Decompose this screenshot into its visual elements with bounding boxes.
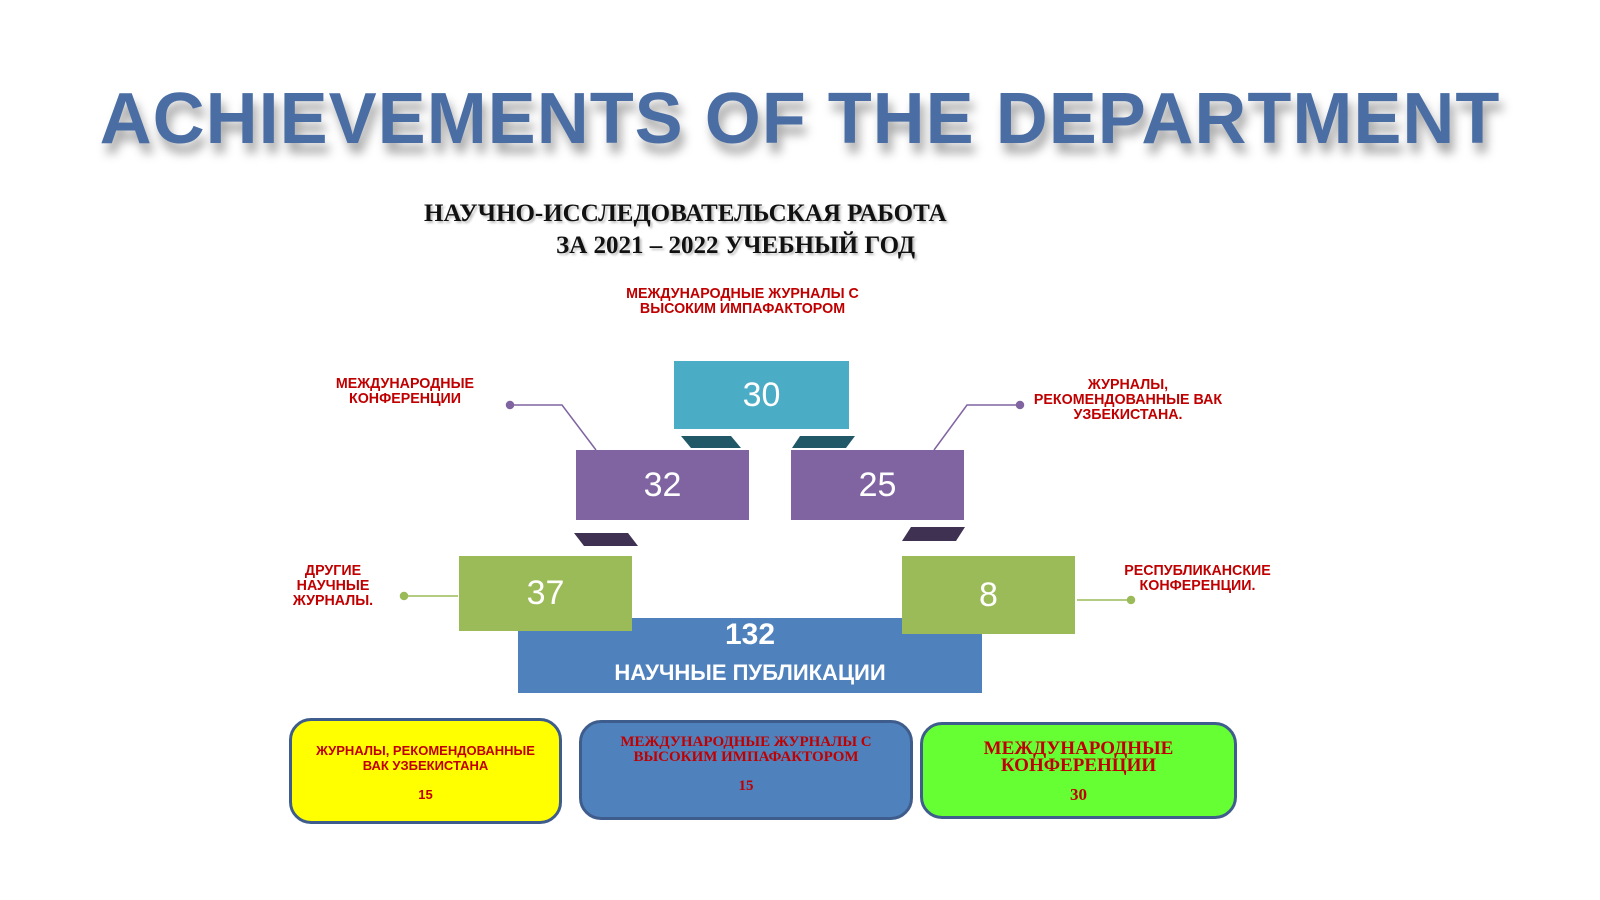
- box-mid-left: 32: [576, 450, 749, 520]
- label-low-right: РЕСПУБЛИКАНСКИЕ КОНФЕРЕНЦИИ.: [1124, 562, 1271, 594]
- box-mid-right: 25: [791, 450, 964, 520]
- box-top: 30: [674, 361, 849, 429]
- slide-title: ACHIEVEMENTS OF THE DEPARTMENT: [99, 79, 1501, 159]
- link-shape: [902, 527, 965, 541]
- card-title: МЕЖДУНАРОДНЫЕ КОНФЕРЕНЦИИ: [983, 738, 1174, 776]
- subtitle-line1: НАУЧНО-ИССЛЕДОВАТЕЛЬСКАЯ РАБОТА: [424, 200, 947, 227]
- label-top: МЕЖДУНАРОДНЫЕ ЖУРНАЛЫ С ВЫСОКИМ ИМПАФАКТ…: [626, 285, 859, 317]
- label-mid-left: МЕЖДУНАРОДНЫЕ КОНФЕРЕНЦИИ: [335, 375, 475, 407]
- label-mid-right: ЖУРНАЛЫ, РЕКОМЕНДОВАННЫЕ ВАК УЗБЕКИСТАНА…: [1033, 376, 1223, 423]
- card-title: ЖУРНАЛЫ, РЕКОМЕНДОВАННЫЕ ВАК УЗБЕКИСТАНА: [316, 743, 535, 773]
- subtitle-line2: ЗА 2021 – 2022 УЧЕБНЫЙ ГОД: [556, 232, 916, 259]
- base-value: 132: [724, 618, 776, 651]
- summary-card-conferences: МЕЖДУНАРОДНЫЕ КОНФЕРЕНЦИИ 30: [920, 722, 1237, 819]
- link-shape: [792, 436, 855, 448]
- card-value: 15: [418, 787, 433, 802]
- box-low-right: 8: [902, 556, 1075, 634]
- connector-low-left: [399, 591, 458, 601]
- link-shape: [681, 436, 741, 448]
- box-low-left: 37: [459, 556, 632, 631]
- summary-card-vak: ЖУРНАЛЫ, РЕКОМЕНДОВАННЫЕ ВАК УЗБЕКИСТАНА…: [289, 718, 562, 824]
- card-title: МЕЖДУНАРОДНЫЕ ЖУРНАЛЫ С ВЫСОКИМ ИМПАФАКТ…: [620, 734, 872, 765]
- link-shape: [574, 533, 638, 546]
- summary-card-impact: МЕЖДУНАРОДНЫЕ ЖУРНАЛЫ С ВЫСОКИМ ИМПАФАКТ…: [579, 720, 913, 820]
- connector-mid-right: [933, 400, 1025, 451]
- base-label: НАУЧНЫЕ ПУБЛИКАЦИИ: [614, 660, 886, 685]
- card-value: 30: [1070, 785, 1087, 804]
- label-low-left: ДРУГИЕ НАУЧНЫЕ ЖУРНАЛЫ.: [292, 562, 374, 609]
- card-value: 15: [738, 778, 754, 794]
- connector-low-right: [1077, 595, 1136, 605]
- connector-mid-left: [505, 400, 597, 451]
